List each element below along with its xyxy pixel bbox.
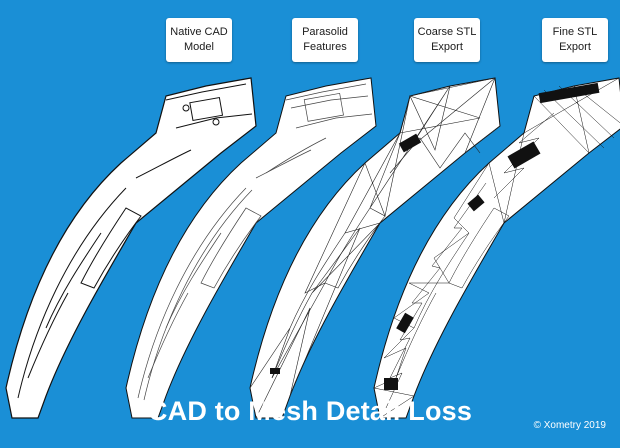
copyright-notice: © Xometry 2019 [533,420,606,431]
label-line: Export [431,41,463,53]
label-line: Coarse STL [417,26,477,38]
native-cad-part [5,77,257,419]
label-parasolid-features: Parasolid Features [292,18,358,62]
label-native-cad-model: Native CAD Model [166,18,232,62]
parasolid-part [125,77,377,419]
label-line: Native CAD [170,26,228,38]
coarse-stl-part [249,77,501,419]
label-line: Fine STL [552,26,598,38]
diagram-title: CAD to Mesh Detail Loss [147,396,473,426]
label-line: Parasolid [302,26,348,38]
label-line: Features [303,41,347,53]
label-line: Export [559,41,591,53]
label-fine-stl-export: Fine STL Export [542,18,608,62]
label-coarse-stl-export: Coarse STL Export [414,18,480,62]
label-line: Model [184,41,214,53]
fine-stl-part [373,77,620,419]
